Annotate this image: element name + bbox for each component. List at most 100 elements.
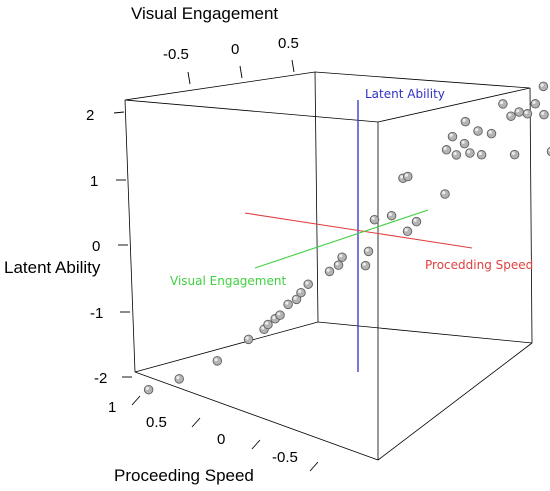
data-point-highlight (362, 262, 366, 266)
box-front-top-left-edge (124, 99, 379, 123)
z-tick-label: -2 (94, 370, 107, 387)
y-tick-label: 0 (231, 41, 239, 58)
x-tick-label: 0.5 (146, 414, 167, 431)
z-axis-title: Latent Ability (4, 258, 101, 277)
bounding-box (124, 71, 533, 461)
data-point-highlight (285, 301, 289, 305)
x-axis-title: Proceeding Speed (114, 466, 254, 485)
data-point (522, 109, 533, 119)
data-point-highlight (453, 152, 457, 156)
data-point (174, 374, 184, 384)
data-point-highlight (540, 83, 544, 87)
z-tick-labels: 2 1 0 -1 -2 (86, 107, 107, 387)
data-point-highlight (261, 326, 265, 330)
inner-y-axis-label: Visual Engagement (170, 274, 286, 288)
data-point-highlight (176, 376, 180, 380)
data-point (486, 128, 497, 139)
x-tick-mark (131, 395, 141, 406)
x-tick-labels: 1 0.5 0 -0.5 (108, 399, 298, 466)
y-tick-labels: -0.5 0 0.5 (163, 35, 299, 63)
box-front-top-right-edge (377, 87, 531, 123)
data-point (143, 384, 154, 395)
x-tick-label: 0 (217, 431, 225, 448)
z-tick-label: 0 (92, 238, 100, 255)
data-point-highlight (272, 315, 276, 320)
z-tick-label: -1 (90, 305, 103, 322)
y-tick-mark (239, 65, 243, 79)
data-point-highlight (404, 228, 408, 232)
data-point (363, 246, 374, 257)
data-point-highlight (532, 100, 536, 105)
data-point-highlight (335, 262, 339, 266)
data-point (460, 116, 471, 127)
data-point (509, 149, 520, 160)
data-point (440, 189, 450, 199)
data-point-highlight (478, 151, 482, 156)
data-point (403, 171, 413, 182)
data-point-highlight (245, 336, 249, 340)
data-point-highlight (442, 191, 446, 195)
data-point-highlight (500, 101, 504, 105)
data-point-highlight (298, 289, 302, 293)
box-right-vertical-edge (529, 87, 533, 344)
box-front-bottom-left-edge (134, 371, 379, 461)
z-tick-label: 1 (90, 173, 98, 190)
data-point (530, 99, 541, 109)
data-point-highlight (145, 386, 149, 390)
data-point (538, 81, 549, 92)
data-point (441, 145, 452, 155)
data-point (324, 266, 335, 277)
inner-axes: Latent Ability Procedding Speed Visual E… (170, 87, 533, 372)
inner-x-axis-label: Procedding Speed (425, 258, 533, 272)
x-tick-mark (309, 461, 319, 472)
box-left-vertical-edge (124, 99, 136, 373)
data-point (296, 287, 306, 298)
data-point-highlight (524, 110, 528, 115)
y-tick-label: 0.5 (278, 35, 299, 52)
y-axis-title: Visual Engagement (131, 4, 278, 23)
data-point-highlight (265, 321, 269, 325)
box-back-edges (124, 71, 531, 101)
data-point-highlight (404, 173, 409, 177)
data-point (476, 150, 487, 160)
box-back-bottom-left-edge (134, 321, 319, 373)
inner-x-axis-line (244, 212, 473, 249)
data-point-highlight (449, 133, 453, 137)
tick-marks (113, 59, 319, 472)
x-tick-label: 1 (108, 399, 116, 416)
data-point (411, 216, 422, 227)
data-point (386, 210, 397, 221)
box-back-vertical-edge (314, 71, 319, 323)
data-point-highlight (461, 140, 465, 144)
data-point (498, 99, 508, 109)
data-point-highlight (365, 248, 369, 252)
box-back-bottom-right-edge (317, 321, 533, 344)
data-point (212, 356, 223, 366)
data-point (447, 131, 458, 142)
data-point (263, 319, 273, 330)
data-point (283, 299, 293, 310)
data-point (303, 279, 313, 289)
data-point-highlight (462, 118, 466, 122)
data-point (506, 111, 516, 121)
data-point-highlight (388, 212, 392, 216)
data-point-highlight (413, 218, 417, 222)
data-points (143, 81, 550, 395)
data-point-highlight (214, 358, 218, 362)
data-point (539, 109, 549, 120)
data-point (465, 148, 475, 158)
data-point-highlight (516, 109, 520, 113)
data-point-highlight (541, 111, 545, 115)
data-point (360, 260, 371, 271)
data-point (451, 150, 462, 160)
data-point (337, 252, 347, 262)
data-point (402, 226, 413, 237)
z-tick-mark (113, 111, 125, 114)
data-point-highlight (293, 296, 297, 300)
data-point-highlight (277, 312, 281, 316)
data-point-highlight (339, 254, 343, 258)
box-front-bottom-right-edge (377, 342, 533, 461)
data-point (459, 138, 470, 149)
